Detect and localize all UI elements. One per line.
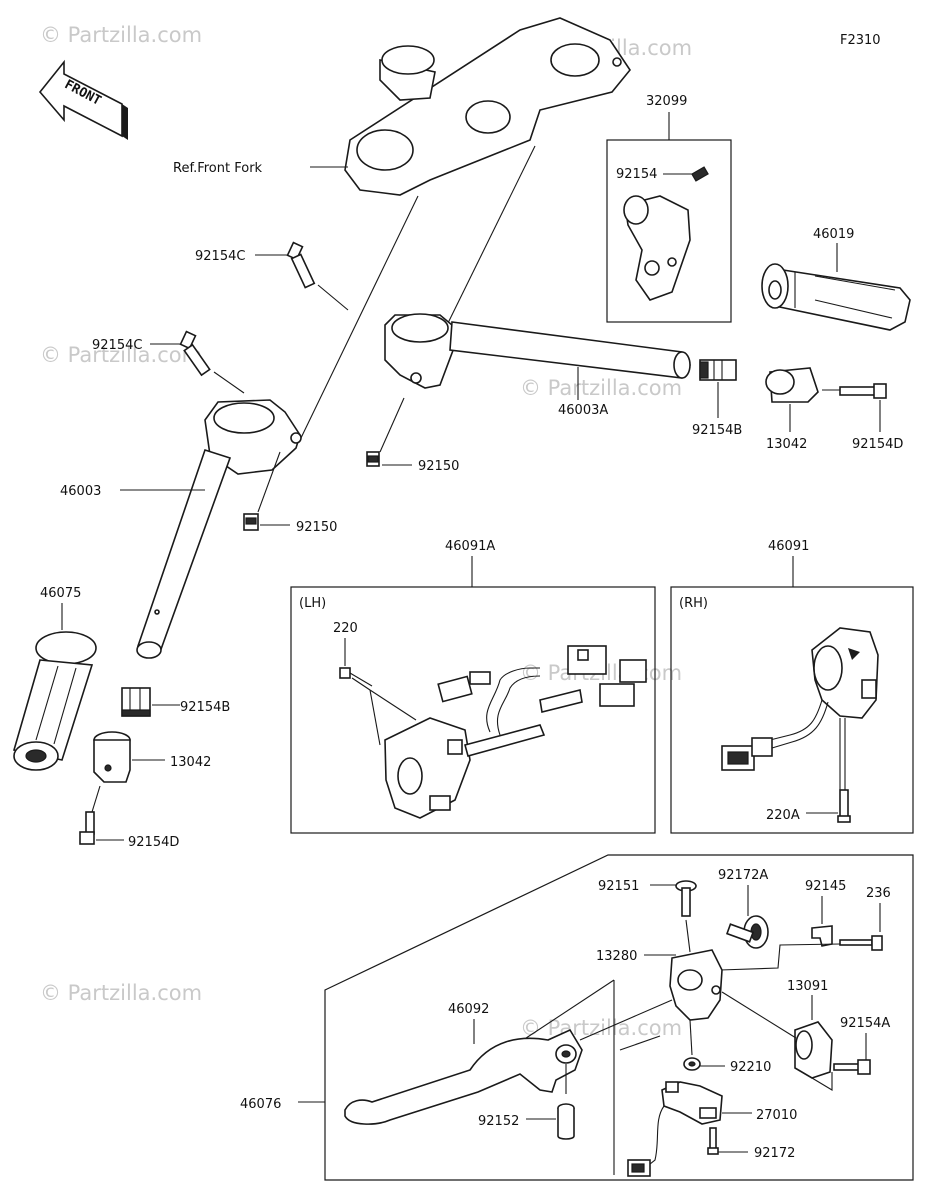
part-label-32099: 32099	[646, 94, 687, 109]
nut-92210	[683, 1057, 701, 1071]
bar-end-bolt-92154B-left	[121, 687, 151, 717]
bar-end-bolt-92154B-right	[699, 359, 737, 381]
part-label-92145: 92145	[805, 879, 846, 894]
screw-220	[339, 667, 373, 691]
lh-label: (LH)	[299, 596, 326, 611]
clutch-lever-46092	[344, 1028, 583, 1125]
part-label-13091: 13091	[787, 979, 828, 994]
bolt-92154D-right	[839, 383, 887, 399]
screw-236	[839, 935, 883, 951]
part-label-46092: 46092	[448, 1002, 489, 1017]
bolt-92150-lower	[243, 513, 259, 531]
part-label-92154D-left: 92154D	[128, 835, 179, 850]
clamp-13091	[794, 1021, 833, 1079]
right-grip-46019	[761, 263, 911, 331]
part-label-46091: 46091	[768, 539, 809, 554]
part-label-46075: 46075	[40, 586, 81, 601]
part-label-92154A: 92154A	[840, 1016, 890, 1031]
lever-holder	[623, 195, 691, 301]
lever-holder-13280	[669, 949, 723, 1021]
bar-end-weight-13042-right	[765, 367, 819, 403]
part-label-92150-upper: 92150	[418, 459, 459, 474]
rh-wire-harness	[721, 699, 829, 771]
part-label-92210: 92210	[730, 1060, 771, 1075]
bolt-92154D-left	[79, 811, 95, 845]
part-label-92172A: 92172A	[718, 868, 768, 883]
watermark-text: © Partzilla.com	[520, 1016, 682, 1040]
front-arrow-icon: FRONT	[38, 59, 128, 140]
adjuster-92172A	[725, 915, 769, 949]
part-label-92154: 92154	[616, 167, 657, 182]
part-label-13280: 13280	[596, 949, 637, 964]
right-handlebar-46003A	[384, 313, 691, 389]
upper-triple-clamp	[344, 17, 631, 196]
bolt-92154A	[833, 1059, 871, 1075]
watermark-text: © Partzilla.com	[520, 376, 682, 400]
part-label-92154B-right: 92154B	[692, 423, 742, 438]
screw-92172	[707, 1127, 719, 1155]
part-label-92154D-right: 92154D	[852, 437, 903, 452]
lever-assembly-box	[324, 854, 914, 1181]
diagram-code: F2310	[840, 33, 881, 48]
spring-92145	[811, 925, 833, 947]
part-label-92152: 92152	[478, 1114, 519, 1129]
part-label-220: 220	[333, 621, 358, 636]
lh-wire-harness	[437, 645, 647, 736]
part-label-27010: 27010	[756, 1108, 797, 1123]
part-label-92150-lower: 92150	[296, 520, 337, 535]
part-label-46003A: 46003A	[558, 403, 608, 418]
bolt-92150-upper	[366, 451, 380, 467]
part-label-236: 236	[866, 886, 891, 901]
rh-label: (RH)	[679, 596, 708, 611]
part-label-13042-left: 13042	[170, 755, 211, 770]
part-label-220A: 220A	[766, 808, 800, 823]
bar-end-weight-13042-left	[93, 731, 131, 783]
part-label-92154C-lower: 92154C	[92, 338, 142, 353]
rh-switch-housing	[811, 627, 879, 719]
ref-front-fork-label: Ref.Front Fork	[173, 161, 263, 176]
part-label-92154C: 92154C	[195, 249, 245, 264]
bolt-92154C-upper	[286, 241, 316, 289]
lh-switch-box	[290, 586, 656, 834]
part-label-46091A: 46091A	[445, 539, 495, 554]
part-label-92154B-left: 92154B	[180, 700, 230, 715]
part-label-13042-right: 13042	[766, 437, 807, 452]
watermark-text: © Partzilla.com	[40, 343, 202, 367]
part-label-46019: 46019	[813, 227, 854, 242]
watermark-text: © Partzilla.com	[40, 23, 202, 47]
screw-220A	[837, 789, 851, 823]
rh-switch-box	[670, 586, 914, 834]
pivot-bolt-92151	[675, 880, 697, 917]
part-label-92151: 92151	[598, 879, 639, 894]
part-label-46076: 46076	[240, 1097, 281, 1112]
part-label-46003: 46003	[60, 484, 101, 499]
bushing-92152	[557, 1103, 575, 1140]
left-grip-46075	[12, 631, 97, 771]
watermark-text: © Partzilla.com	[40, 981, 202, 1005]
clutch-switch-27010	[627, 1081, 723, 1177]
part-label-92172: 92172	[754, 1146, 795, 1161]
bolt-92154C-lower	[179, 330, 211, 377]
lh-switch-housing	[384, 717, 546, 819]
left-handlebar-46003	[136, 399, 302, 659]
